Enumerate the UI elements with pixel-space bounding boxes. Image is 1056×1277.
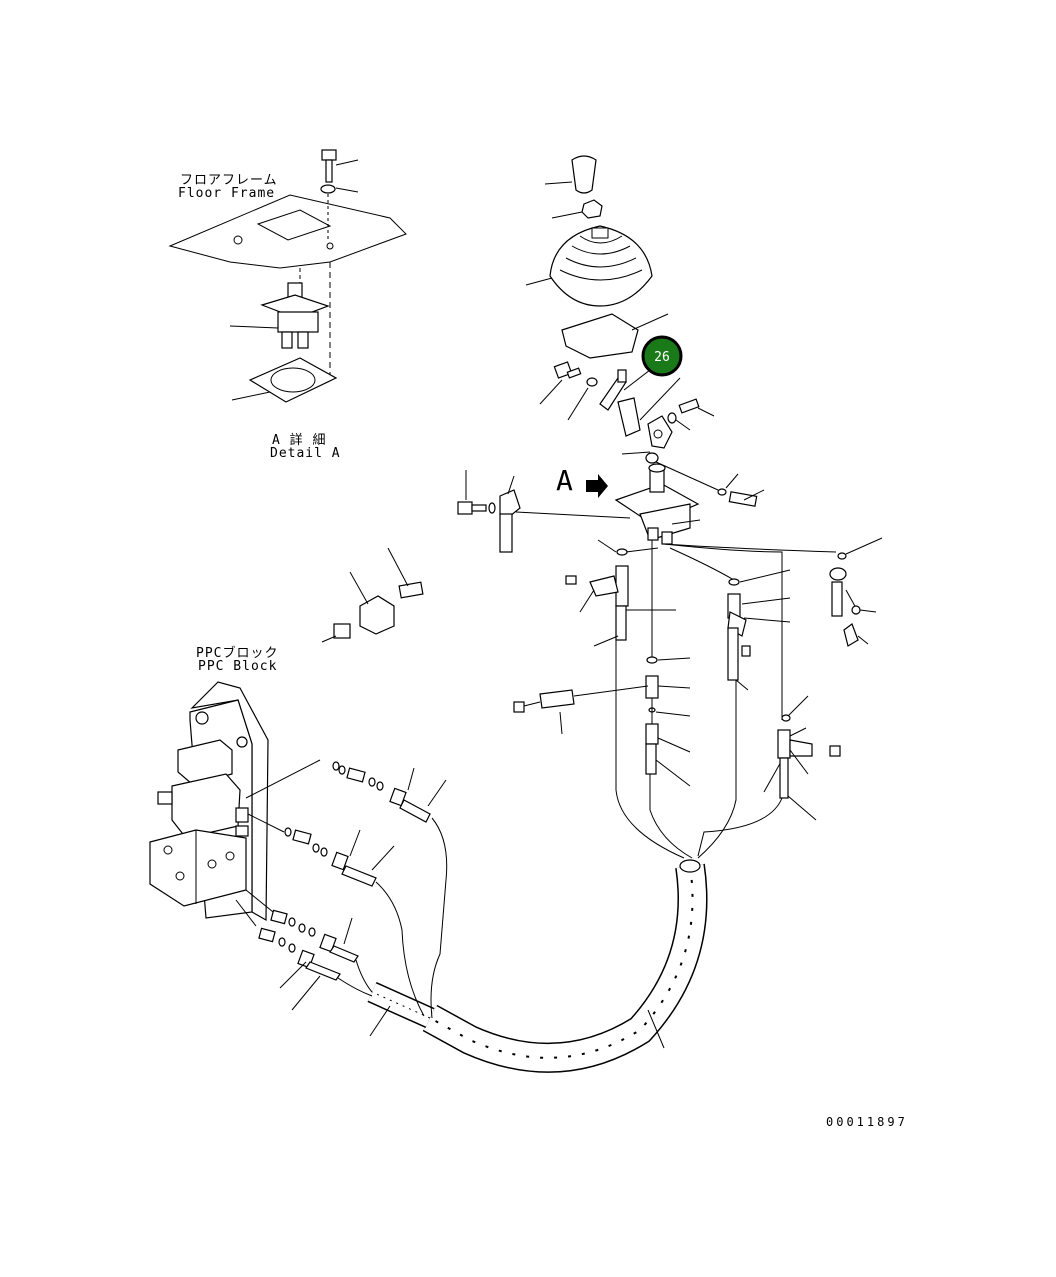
boot-part [525, 225, 653, 307]
ppc-block-drawing [149, 681, 321, 927]
view-arrow-a [586, 474, 608, 498]
floor-frame-jp-label: フロアフレーム [180, 173, 278, 188]
mount-plate-part [231, 357, 338, 403]
drawing-number: 00011897 [826, 1115, 908, 1129]
clevis-part [621, 398, 719, 491]
hose-bundle [367, 859, 708, 1073]
ppc-block-jp-label: PPCブロック [196, 646, 279, 661]
item-26-number: 26 [654, 350, 670, 365]
ppc-block-en-label: PPC Block [198, 659, 278, 674]
knob-part [544, 155, 597, 194]
seal-ring-part [561, 313, 669, 359]
lever-assembly-drawing [321, 155, 765, 643]
detail-a-en-label: Detail A [270, 446, 341, 461]
nut-part [551, 199, 603, 219]
floor-frame-plate [168, 194, 407, 380]
ppc-valve-part [229, 282, 330, 349]
detail-a-jp-label: A 詳 細 [272, 433, 327, 448]
lever-bracket-part [599, 369, 681, 437]
ppc-fittings [258, 761, 448, 1019]
view-arrow-a-label: A [556, 464, 573, 497]
bolt-part [321, 149, 359, 183]
detail-a-drawing [168, 149, 407, 403]
item-26-marker[interactable]: 26 [641, 335, 683, 377]
hose-lines [513, 537, 883, 859]
floor-frame-en-label: Floor Frame [178, 186, 276, 201]
washer-part [320, 184, 359, 240]
rod-end-part [457, 470, 631, 553]
side-bolt-part [717, 473, 765, 507]
switch-block-part [321, 547, 424, 643]
ppc-valve-main-part [614, 463, 701, 545]
lever-bolt-part [539, 361, 598, 421]
